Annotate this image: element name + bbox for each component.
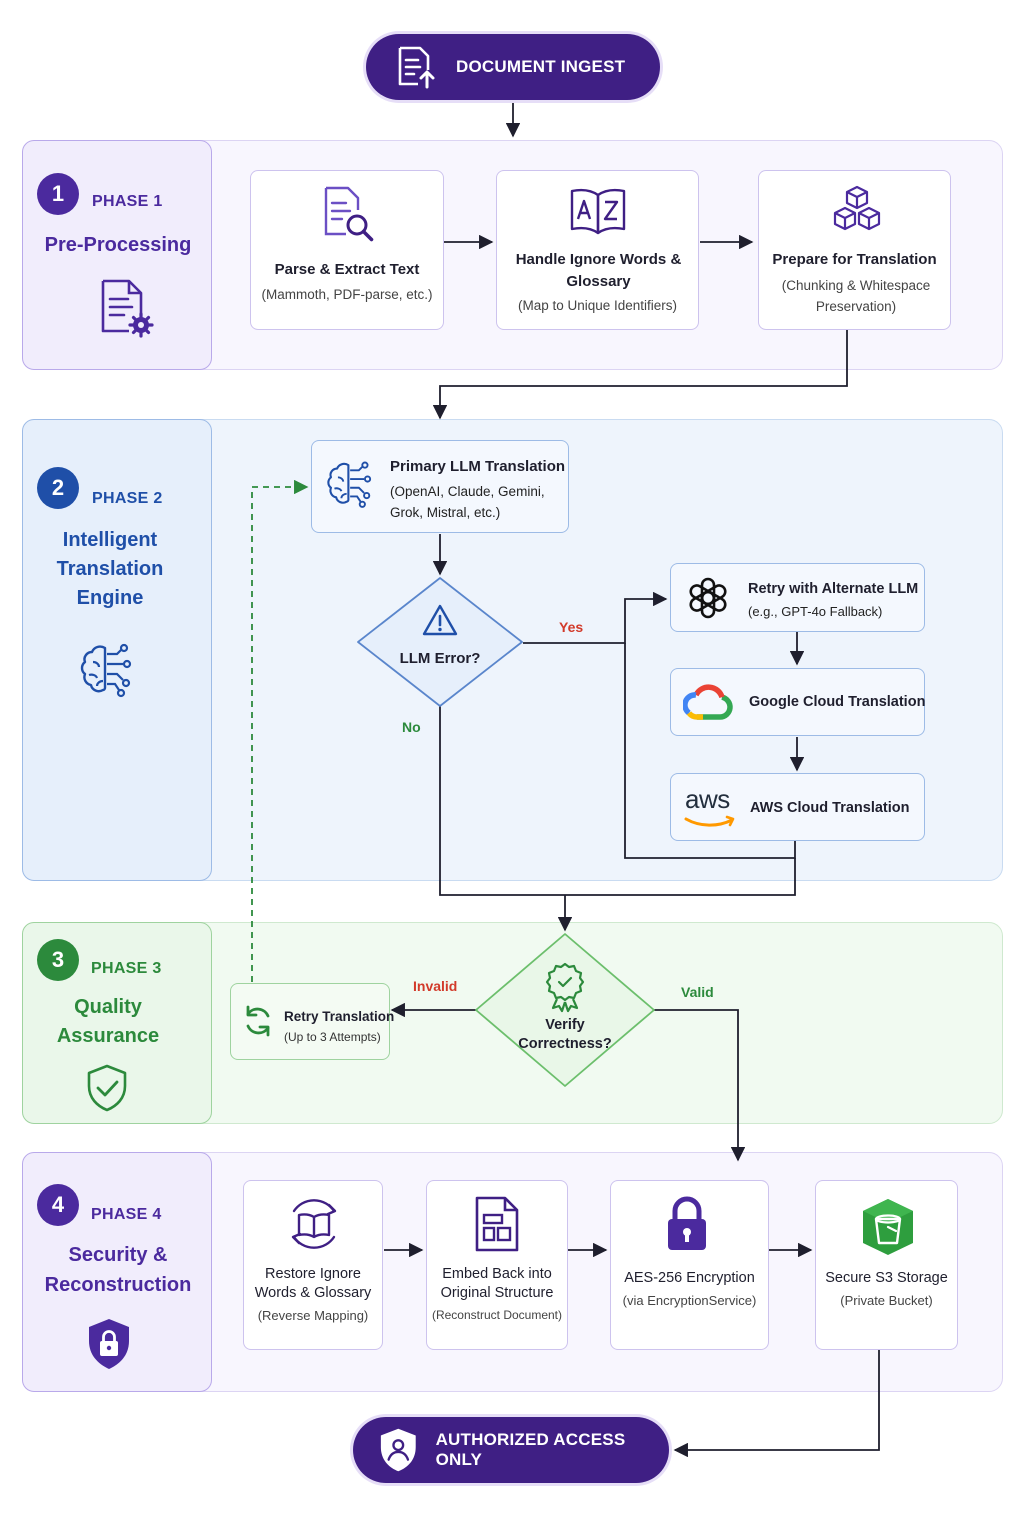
retry-translation-title: Retry Translation [284,1009,395,1024]
phase2-card: 2 PHASE 2 Intelligent Translation Engine [22,419,212,881]
embed-structure-title-line2: Original Structure [440,1285,554,1301]
alternate-llm-title: Retry with Alternate LLM [748,581,919,597]
embed-structure-title-line1: Embed Back into [442,1266,552,1282]
restore-ignore-title-line1: Restore Ignore [265,1266,361,1282]
encryption-title: AES-256 Encryption [624,1270,755,1286]
prepare-translation-title: Prepare for Translation [772,251,937,268]
primary-llm-sub-line2: Grok, Mistral, etc.) [390,505,501,520]
aws-logo-text: aws [685,784,730,814]
shield-check-icon [87,1064,127,1112]
document-gear-icon [101,279,154,338]
brain-circuit-icon [80,643,132,698]
verify-label-line2: Correctness? [518,1036,612,1052]
phase1-tag: PHASE 1 [92,193,163,210]
encryption-sub: (via EncryptionService) [622,1293,757,1308]
document-upload-icon [398,46,435,89]
llm-error-diamond [357,577,523,707]
primary-llm-step: Primary LLM Translation (OpenAI, Claude,… [311,440,569,533]
phase3-tag: PHASE 3 [91,960,162,977]
phase4-tag: PHASE 4 [91,1206,162,1223]
brain-circuit-icon [327,461,372,508]
verify-diamond [475,933,655,1087]
phase2-number: 2 [37,467,79,509]
glossary-book-icon [570,188,626,235]
retry-translation-sub: (Up to 3 Attempts) [284,1030,381,1044]
aws-step: aws AWS Cloud Translation [670,773,925,841]
shield-lock-icon [89,1319,129,1369]
document-layout-icon [475,1196,519,1252]
phase1-name: Pre-Processing [44,234,192,256]
document-ingest-label: DOCUMENT INGEST [456,57,626,76]
s3-storage-sub: (Private Bucket) [840,1293,933,1308]
phase4-number: 4 [37,1184,79,1226]
phase2-name-line1: Intelligent [62,529,158,551]
phase4-name-line2: Reconstruction [44,1274,192,1296]
s3-storage-title: Secure S3 Storage [825,1270,948,1286]
ignore-words-step: Handle Ignore Words & Glossary (Map to U… [496,170,699,330]
openai-icon [689,577,727,619]
authorized-access-pill: AUTHORIZED ACCESS ONLY [353,1417,669,1483]
google-cloud-icon [683,684,733,720]
embed-structure-sub: (Reconstruct Document) [431,1308,563,1322]
phase3-name-line2: Assurance [56,1025,160,1047]
invalid-label: Invalid [413,978,458,994]
google-cloud-title: Google Cloud Translation [749,694,926,710]
parse-extract-sub: (Mammoth, PDF-parse, etc.) [261,287,433,302]
aws-title: AWS Cloud Translation [750,800,910,816]
phase4-name-line1: Security & [68,1244,168,1266]
cubes-icon [833,185,881,231]
alternate-llm-step: Retry with Alternate LLM (e.g., GPT-4o F… [670,563,925,632]
shield-user-icon [380,1428,416,1472]
refresh-icon [246,1005,270,1037]
document-ingest-pill: DOCUMENT INGEST [366,34,660,100]
phase4-card: 4 PHASE 4 Security & Reconstruction [22,1152,212,1392]
encryption-step: AES-256 Encryption (via EncryptionServic… [610,1180,769,1350]
prepare-translation-step: Prepare for Translation (Chunking & Whit… [758,170,951,330]
padlock-icon [668,1196,706,1250]
primary-llm-sub-line1: (OpenAI, Claude, Gemini, [390,484,545,499]
document-search-icon [324,186,374,242]
phase3-card: 3 PHASE 3 Quality Assurance [22,922,212,1124]
google-cloud-step: Google Cloud Translation [670,668,925,736]
ignore-words-title: Handle Ignore Words & Glossary [515,251,682,290]
yes-label: Yes [559,619,584,635]
book-cycle-icon [291,1199,337,1249]
restore-ignore-sub: (Reverse Mapping) [257,1308,369,1323]
parse-extract-step: Parse & Extract Text (Mammoth, PDF-parse… [250,170,444,330]
phase1-number: 1 [37,173,79,215]
phase2-tag: PHASE 2 [92,490,163,507]
restore-ignore-step: Restore Ignore Words & Glossary (Reverse… [243,1180,383,1350]
ignore-words-sub: (Map to Unique Identifiers) [517,298,678,313]
no-label: No [402,719,421,735]
warning-icon [422,604,458,636]
prepare-translation-sub: (Chunking & Whitespace Preservation) [781,278,931,314]
aws-icon: aws [683,784,739,832]
s3-bucket-icon [863,1199,913,1255]
award-badge-icon [545,962,585,1013]
phase3-number: 3 [37,939,79,981]
phase2-name-line3: Engine [76,587,144,609]
primary-llm-title: Primary LLM Translation [390,458,566,475]
phase1-card: 1 PHASE 1 Pre-Processing [22,140,212,370]
parse-extract-title: Parse & Extract Text [274,261,420,278]
phase3-name-line1: Quality [74,996,142,1018]
s3-storage-step: Secure S3 Storage (Private Bucket) [815,1180,958,1350]
verify-label-line1: Verify [545,1017,585,1033]
phase2-name-line2: Translation [56,558,164,580]
llm-error-label: LLM Error? [399,650,481,667]
restore-ignore-title-line2: Words & Glossary [254,1285,372,1301]
retry-translation-step: Retry Translation (Up to 3 Attempts) [230,983,394,1060]
alternate-llm-sub: (e.g., GPT-4o Fallback) [748,604,883,619]
embed-structure-step: Embed Back into Original Structure (Reco… [426,1180,568,1350]
valid-label: Valid [681,984,714,1000]
authorized-access-label: AUTHORIZED ACCESS ONLY [435,1430,626,1469]
